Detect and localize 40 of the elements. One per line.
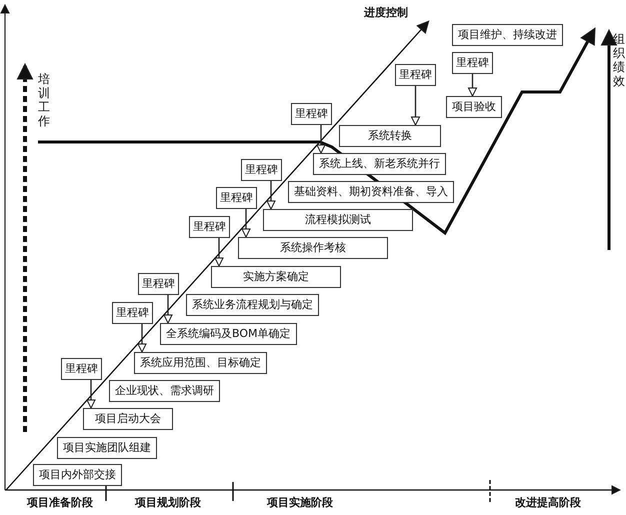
milestone-box: 里程碑 bbox=[112, 302, 153, 324]
arrow-label: 进度控制 bbox=[364, 6, 408, 20]
milestone-arrow bbox=[242, 209, 250, 238]
milestone-arrow bbox=[468, 74, 477, 96]
step-box: 系统业务流程规划与确定 bbox=[186, 294, 319, 316]
step-box: 项目内外部交接 bbox=[33, 464, 122, 486]
milestone-arrow bbox=[411, 86, 420, 126]
milestone-arrow bbox=[164, 295, 172, 324]
step-box: 系统上线、新老系统并行 bbox=[313, 153, 446, 175]
step-box: 项目实施团队组建 bbox=[57, 437, 157, 459]
phase-label: 项目准备阶段 bbox=[27, 496, 93, 510]
milestone-arrow bbox=[86, 380, 96, 408]
milestone-box: 里程碑 bbox=[216, 187, 257, 209]
step-box: 系统应用范围、目标确定 bbox=[134, 352, 267, 374]
milestone-arrow bbox=[316, 125, 326, 154]
step-box: 企业现状、需求调研 bbox=[109, 380, 220, 402]
phase-label: 项目实施阶段 bbox=[267, 496, 333, 510]
step-box: 项目维护、持续改进 bbox=[452, 24, 563, 46]
milestone-box: 里程碑 bbox=[189, 216, 230, 238]
milestone-arrow bbox=[214, 238, 224, 266]
milestone-box: 里程碑 bbox=[241, 159, 282, 181]
step-box: 项目启动大会 bbox=[83, 408, 173, 430]
step-box: 系统转换 bbox=[339, 125, 441, 147]
step-box: 项目验收 bbox=[446, 96, 502, 118]
axis-label: 培训工作 bbox=[38, 72, 50, 128]
step-box: 基础资料、期初资料准备、导入 bbox=[288, 181, 454, 203]
milestone-box: 里程碑 bbox=[291, 103, 332, 125]
step-box: 系统操作考核 bbox=[238, 237, 388, 259]
phase-label: 项目规划阶段 bbox=[135, 496, 201, 510]
milestone-box: 里程碑 bbox=[61, 358, 102, 380]
milestone-arrow bbox=[138, 324, 146, 352]
step-box: 流程模拟测试 bbox=[263, 209, 413, 231]
milestone-box: 里程碑 bbox=[138, 273, 179, 295]
milestone-box: 里程碑 bbox=[395, 64, 436, 86]
milestone-box: 里程碑 bbox=[452, 52, 493, 74]
axis-label: 组织绩效 bbox=[613, 32, 625, 88]
step-box: 全系统编码及BOM单确定 bbox=[160, 323, 297, 345]
phase-label: 改进提高阶段 bbox=[515, 496, 581, 510]
step-box: 实施方案确定 bbox=[211, 266, 341, 288]
milestone-arrow bbox=[266, 181, 276, 210]
